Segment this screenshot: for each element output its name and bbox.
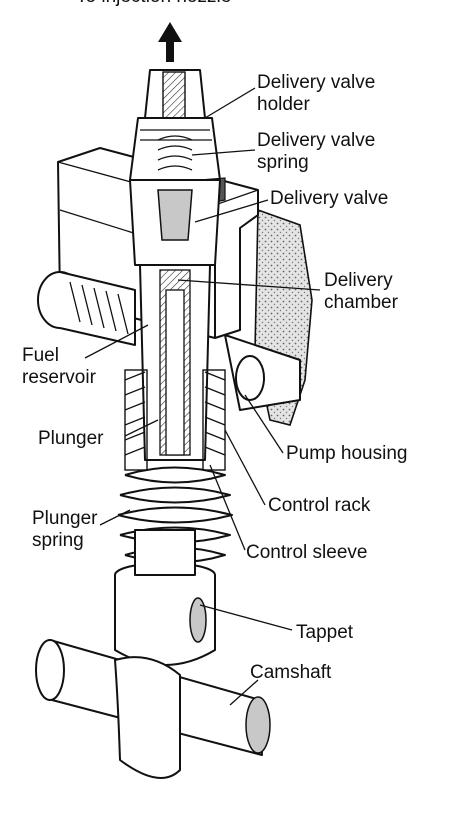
tappet [114,529,216,666]
leader-lines [84,87,321,706]
label-delivery-valve-spring: Delivery valve spring [257,130,376,173]
label-camshaft: Camshaft [250,662,332,683]
outlet-arrow [158,22,182,62]
label-delivery-chamber: Delivery chamber [324,270,398,313]
plunger-barrel [129,179,221,461]
top-label: To injection nozzle [76,0,231,8]
fuel-reservoir-bore [37,271,265,401]
delivery-valve-spring [157,135,193,171]
label-delivery-valve: Delivery valve [270,188,389,209]
label-control-rack: Control rack [268,495,371,516]
label-plunger-spring: Plunger spring [32,508,98,551]
camshaft [35,639,271,779]
delivery-valve-holder [129,69,226,206]
label-tappet: Tappet [296,622,354,643]
label-plunger: Plunger [38,428,104,449]
label-pump-housing: Pump housing [286,443,408,464]
label-control-sleeve: Control sleeve [246,542,368,563]
label-delivery-valve-holder: Delivery valve holder [257,72,376,115]
label-fuel-reservoir: Fuel reservoir [22,345,96,388]
control-sleeve [124,369,226,471]
